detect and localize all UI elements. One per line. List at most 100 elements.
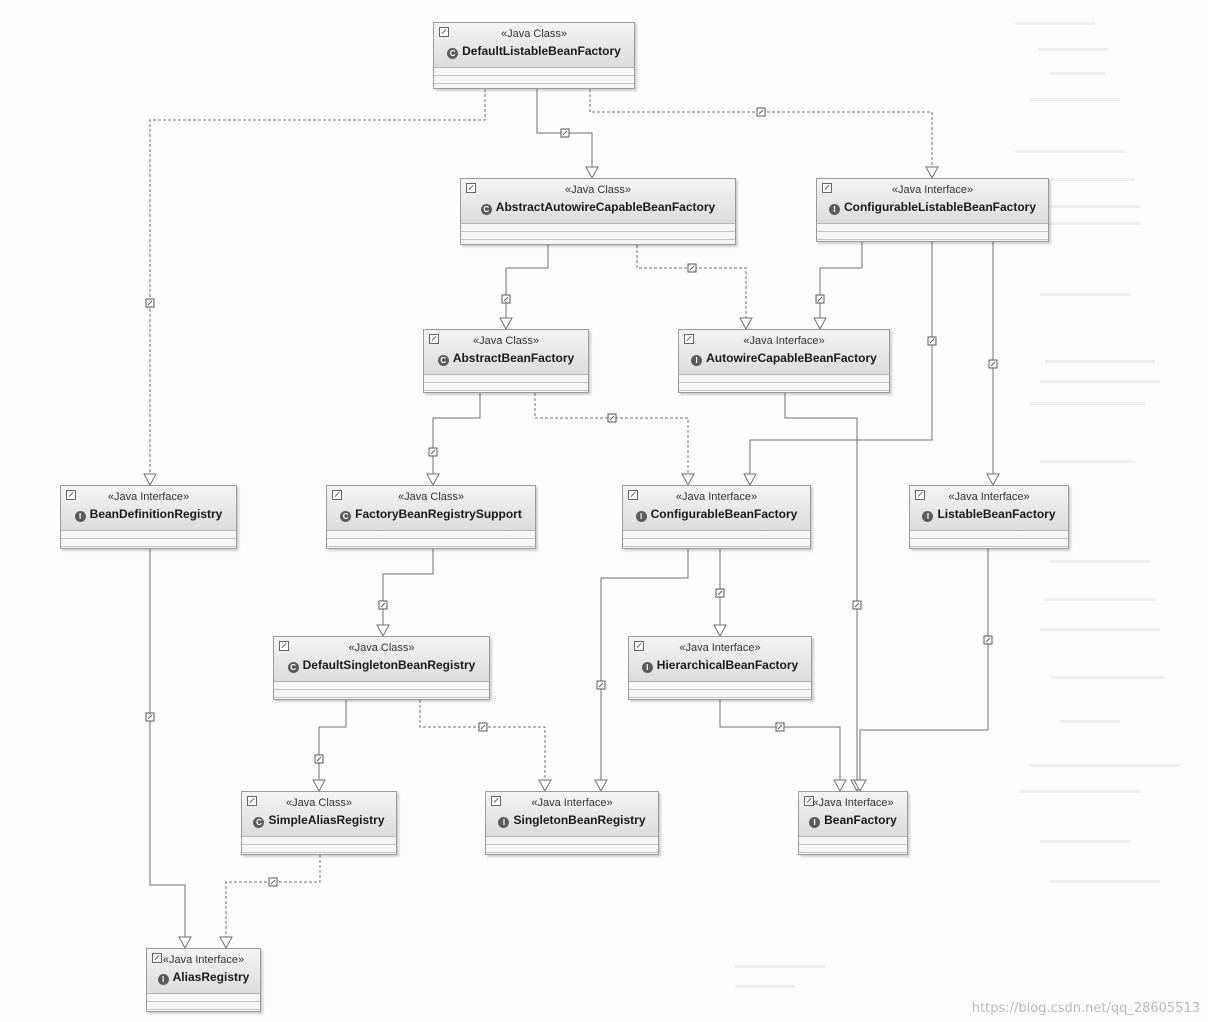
class-icon: C [437,355,449,366]
connector-handle-icon [715,588,725,598]
expand-icon[interactable] [822,183,832,193]
node-name-label: SingletonBeanRegistry [513,813,646,827]
interface-icon: I [828,204,840,215]
node-name-label: SimpleAliasRegistry [268,813,385,827]
interface-icon: I [641,662,653,673]
edge-DefaultListableBeanFactory-to-BeanDefinitionRegistry [149,89,486,474]
expand-icon[interactable] [429,334,439,344]
expand-icon[interactable] [915,490,925,500]
edge-DefaultSingletonBeanRegistry-to-SingletonBeanRegistry [419,700,546,780]
attributes-compartment [242,837,396,845]
edge-HierarchicalBeanFactory-to-BeanFactory [719,700,841,780]
generalization-arrowhead [376,624,390,638]
node-name-label: DefaultSingletonBeanRegistry [302,658,476,672]
node-name-label: AutowireCapableBeanFactory [706,351,877,365]
operations-compartment [424,383,588,391]
node-name-label: DefaultListableBeanFactory [462,44,621,58]
expand-icon[interactable] [152,953,162,963]
node-name-label: ListableBeanFactory [937,507,1056,521]
operations-compartment [799,845,907,853]
node-stereotype: «Java Class» [500,28,568,40]
expand-icon[interactable] [628,490,638,500]
attributes-compartment [274,682,489,690]
attributes-compartment [486,837,658,845]
connector-handle-icon [478,722,488,732]
expand-icon[interactable] [332,490,342,500]
operations-compartment [623,539,810,547]
attributes-compartment [910,531,1068,539]
node-name-label: AbstractAutowireCapableBeanFactory [495,200,716,214]
edge-AbstractAutowireCapableBeanFactory-to-AutowireCapableBeanFactory [636,245,747,318]
expand-icon[interactable] [684,334,694,344]
generalization-arrowhead [426,473,440,487]
connector-handle-icon [756,107,766,117]
operations-compartment [629,690,811,698]
connector-handle-icon [927,336,937,346]
interface-icon: I [498,817,510,828]
class-icon: C [253,817,265,828]
generalization-arrowhead [219,936,233,950]
edge-AutowireCapableBeanFactory-to-BeanFactory [784,393,858,780]
connector-handle-icon [852,600,862,610]
expand-icon[interactable] [279,641,289,651]
connector-handle-icon [988,359,998,369]
class-icon: C [287,662,299,673]
expand-icon[interactable] [247,796,257,806]
node-name-label: BeanFactory [824,813,897,827]
expand-icon[interactable] [466,183,476,193]
generalization-arrowhead [538,779,552,793]
expand-icon[interactable] [804,796,814,806]
attributes-compartment [424,375,588,383]
node-name-label: BeanDefinitionRegistry [89,507,223,521]
attributes-compartment [461,224,735,232]
attributes-compartment [679,375,889,383]
interface-icon: I [691,355,703,366]
edge-DefaultListableBeanFactory-to-ConfigurableListableBeanFactory [589,89,933,167]
operations-compartment [486,845,658,853]
expand-icon[interactable] [66,490,76,500]
interface-icon: I [74,511,86,522]
connector-handle-icon [687,263,697,273]
edge-DefaultListableBeanFactory-to-AbstractAutowireCapableBeanFactory [536,89,593,167]
expand-icon[interactable] [439,27,449,37]
operations-compartment [61,539,236,547]
generalization-arrowhead [853,779,867,793]
connector-handle-icon [378,600,388,610]
node-stereotype: «Java Class» [564,184,632,196]
expand-icon[interactable] [491,796,501,806]
expand-icon[interactable] [634,641,644,651]
node-stereotype: «Java Interface» [162,954,245,966]
